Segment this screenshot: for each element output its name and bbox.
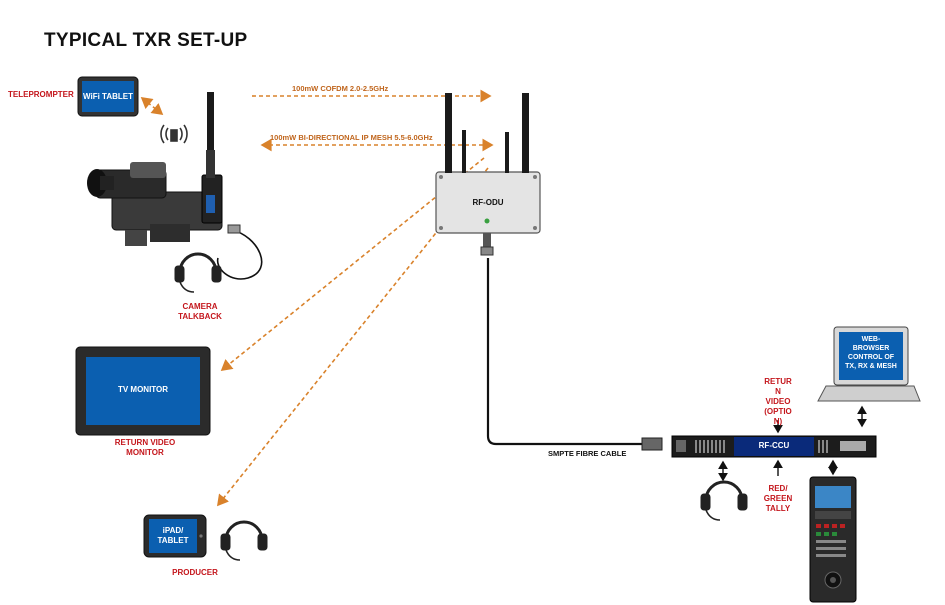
producer-headset-icon bbox=[220, 520, 268, 561]
red-green-tally-label: RED/ GREEN TALLY bbox=[763, 484, 793, 513]
laptop-device bbox=[817, 326, 921, 402]
smpte-fibre-label: SMPTE FIBRE CABLE bbox=[548, 449, 627, 458]
ipad-tablet-device bbox=[143, 514, 207, 558]
ipad-screen-label: iPAD/ TABLET bbox=[157, 526, 189, 545]
ip-mesh-link-label: 100mW BI-DIRECTIONAL IP MESH 5.5-6.0GHz bbox=[270, 133, 433, 142]
talkback-cable bbox=[216, 229, 263, 280]
ccu-headset-icon bbox=[700, 480, 748, 521]
rf-ccu-label: RF-CCU bbox=[758, 441, 790, 450]
teleprompter-label: TELEPROMPTER bbox=[8, 90, 74, 99]
talkback-headset-icon bbox=[174, 252, 222, 293]
wifi-tablet-screen-label: WiFi TABLET bbox=[83, 92, 133, 101]
producer-label: PRODUCER bbox=[172, 568, 218, 577]
wifi-tablet-device bbox=[77, 76, 139, 117]
camera-icon bbox=[87, 92, 223, 246]
tv-monitor-device bbox=[75, 346, 211, 436]
tv-monitor-screen-label: TV MONITOR bbox=[117, 385, 169, 394]
link-to-wifi-tablet bbox=[140, 97, 164, 115]
rf-ccu-rack bbox=[671, 435, 877, 458]
rf-odu-label: RF-ODU bbox=[472, 198, 504, 207]
wifi-icon bbox=[160, 124, 188, 144]
return-video-monitor-label: RETURN VIDEO MONITOR bbox=[114, 438, 176, 457]
cofdm-link-label: 100mW COFDM 2.0-2.5GHz bbox=[292, 84, 389, 93]
smpte-fibre-cable bbox=[486, 258, 645, 446]
rf-odu-unit bbox=[435, 93, 541, 256]
return-video-option-label: RETUR N VIDEO (OPTIO N) bbox=[764, 377, 792, 426]
rcp-control-panel bbox=[809, 476, 857, 603]
laptop-screen-label: WEB- BROWSER CONTROL OF TX, RX & MESH bbox=[845, 336, 897, 370]
local-connections bbox=[718, 405, 867, 482]
camera-talkback-label: CAMERA TALKBACK bbox=[178, 302, 222, 321]
page-title: TYPICAL TXR SET-UP bbox=[44, 30, 248, 51]
